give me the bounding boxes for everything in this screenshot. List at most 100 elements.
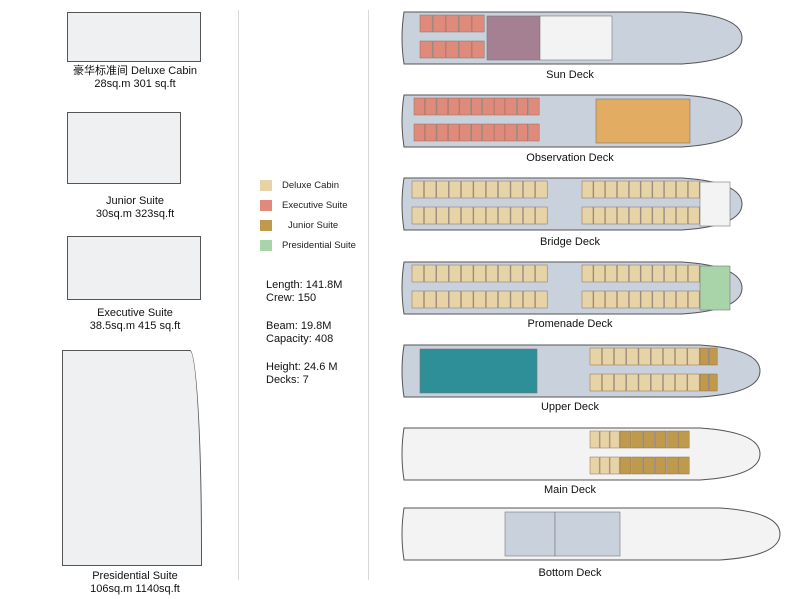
cabin	[482, 123, 494, 142]
legend-item: Junior Suite	[260, 215, 356, 235]
cabin	[708, 373, 718, 392]
cabin	[535, 206, 548, 225]
cabin	[687, 264, 700, 283]
spec-beam: Beam: 19.8M	[266, 320, 332, 332]
legend-label: Junior Suite	[288, 219, 339, 231]
cabin	[461, 290, 474, 309]
cabin	[510, 180, 523, 199]
cabin	[535, 290, 548, 309]
cabin	[617, 264, 629, 283]
cabin	[485, 290, 498, 309]
deck-area	[504, 511, 556, 557]
cabin	[687, 290, 700, 309]
cabin	[643, 430, 655, 449]
cabin	[678, 456, 690, 475]
legend-item: Executive Suite	[260, 195, 356, 215]
cabin	[448, 290, 461, 309]
cabin	[643, 456, 655, 475]
cabin	[614, 373, 627, 392]
cabin	[675, 347, 688, 366]
cabin	[678, 430, 690, 449]
cabin	[609, 430, 620, 449]
cabin	[528, 123, 540, 142]
cabin-size: 30sq.m 323sq.ft	[95, 208, 175, 220]
cabin	[424, 264, 437, 283]
cabin	[436, 180, 449, 199]
deck-area	[699, 265, 731, 311]
cabin	[424, 206, 437, 225]
cabin	[699, 347, 709, 366]
cabin	[436, 290, 449, 309]
cabin	[432, 40, 446, 59]
cabin	[640, 290, 653, 309]
cabin	[419, 14, 433, 33]
cabin	[599, 430, 610, 449]
deck-hull	[401, 427, 761, 481]
deck-label-bridge: Bridge Deck	[540, 236, 600, 248]
swatch	[260, 179, 272, 191]
spec-height: Height: 24.6 M	[266, 361, 338, 373]
cabin	[589, 373, 602, 392]
cabin	[581, 290, 594, 309]
cabin	[650, 373, 663, 392]
legend-item: Deluxe Cabin	[260, 175, 356, 195]
cabin	[605, 206, 617, 225]
cabin	[652, 290, 665, 309]
deluxe-cabin-caption: 豪华标准间 Deluxe Cabin 28sq.m 301 sq.ft	[50, 65, 220, 91]
cabin	[601, 347, 614, 366]
cabin	[638, 347, 651, 366]
spec-decks: Decks: 7	[266, 374, 309, 386]
cabin-size: 28sq.m 301 sq.ft	[94, 78, 176, 90]
cabin	[626, 347, 639, 366]
cabin	[425, 123, 437, 142]
cabin	[523, 206, 536, 225]
cabin	[498, 290, 511, 309]
cabin	[510, 264, 523, 283]
cabin	[448, 97, 460, 116]
cabin	[482, 97, 494, 116]
cabin	[605, 264, 617, 283]
cabin	[425, 97, 437, 116]
divider	[238, 10, 239, 580]
cabin-size: 38.5sq.m 415 sq.ft	[89, 320, 181, 332]
deck-area	[419, 348, 538, 394]
legend-item: Presidential Suite	[260, 235, 356, 255]
cabin	[687, 206, 700, 225]
cabin	[471, 40, 485, 59]
cabin	[614, 347, 627, 366]
deck-area	[595, 98, 691, 144]
deck-label-upper: Upper Deck	[540, 401, 600, 413]
spec-crew: Crew: 150	[266, 292, 317, 304]
cabin	[535, 180, 548, 199]
cabin	[498, 206, 511, 225]
cabin	[436, 97, 448, 116]
cabin	[411, 290, 424, 309]
legend-label: Executive Suite	[282, 199, 348, 211]
deck-area	[554, 511, 621, 557]
cabin	[411, 180, 424, 199]
cabin	[638, 373, 651, 392]
cabin	[676, 180, 688, 199]
cabin	[485, 206, 498, 225]
cabin	[599, 456, 610, 475]
cabin	[473, 180, 486, 199]
cabin	[461, 206, 474, 225]
cabin	[628, 206, 641, 225]
presidential-suite-caption: Presidential Suite 106sq.m 1140sq.ft	[50, 570, 220, 596]
cabin	[448, 206, 461, 225]
cabin	[652, 264, 665, 283]
cabin	[675, 373, 688, 392]
cabin	[663, 347, 676, 366]
swatch	[260, 219, 272, 231]
cabin	[676, 290, 688, 309]
cabin	[652, 180, 665, 199]
cabin	[663, 373, 676, 392]
cabin	[458, 14, 472, 33]
cabin	[581, 206, 594, 225]
cabin	[708, 347, 718, 366]
cabin	[411, 264, 424, 283]
cabin	[593, 206, 606, 225]
